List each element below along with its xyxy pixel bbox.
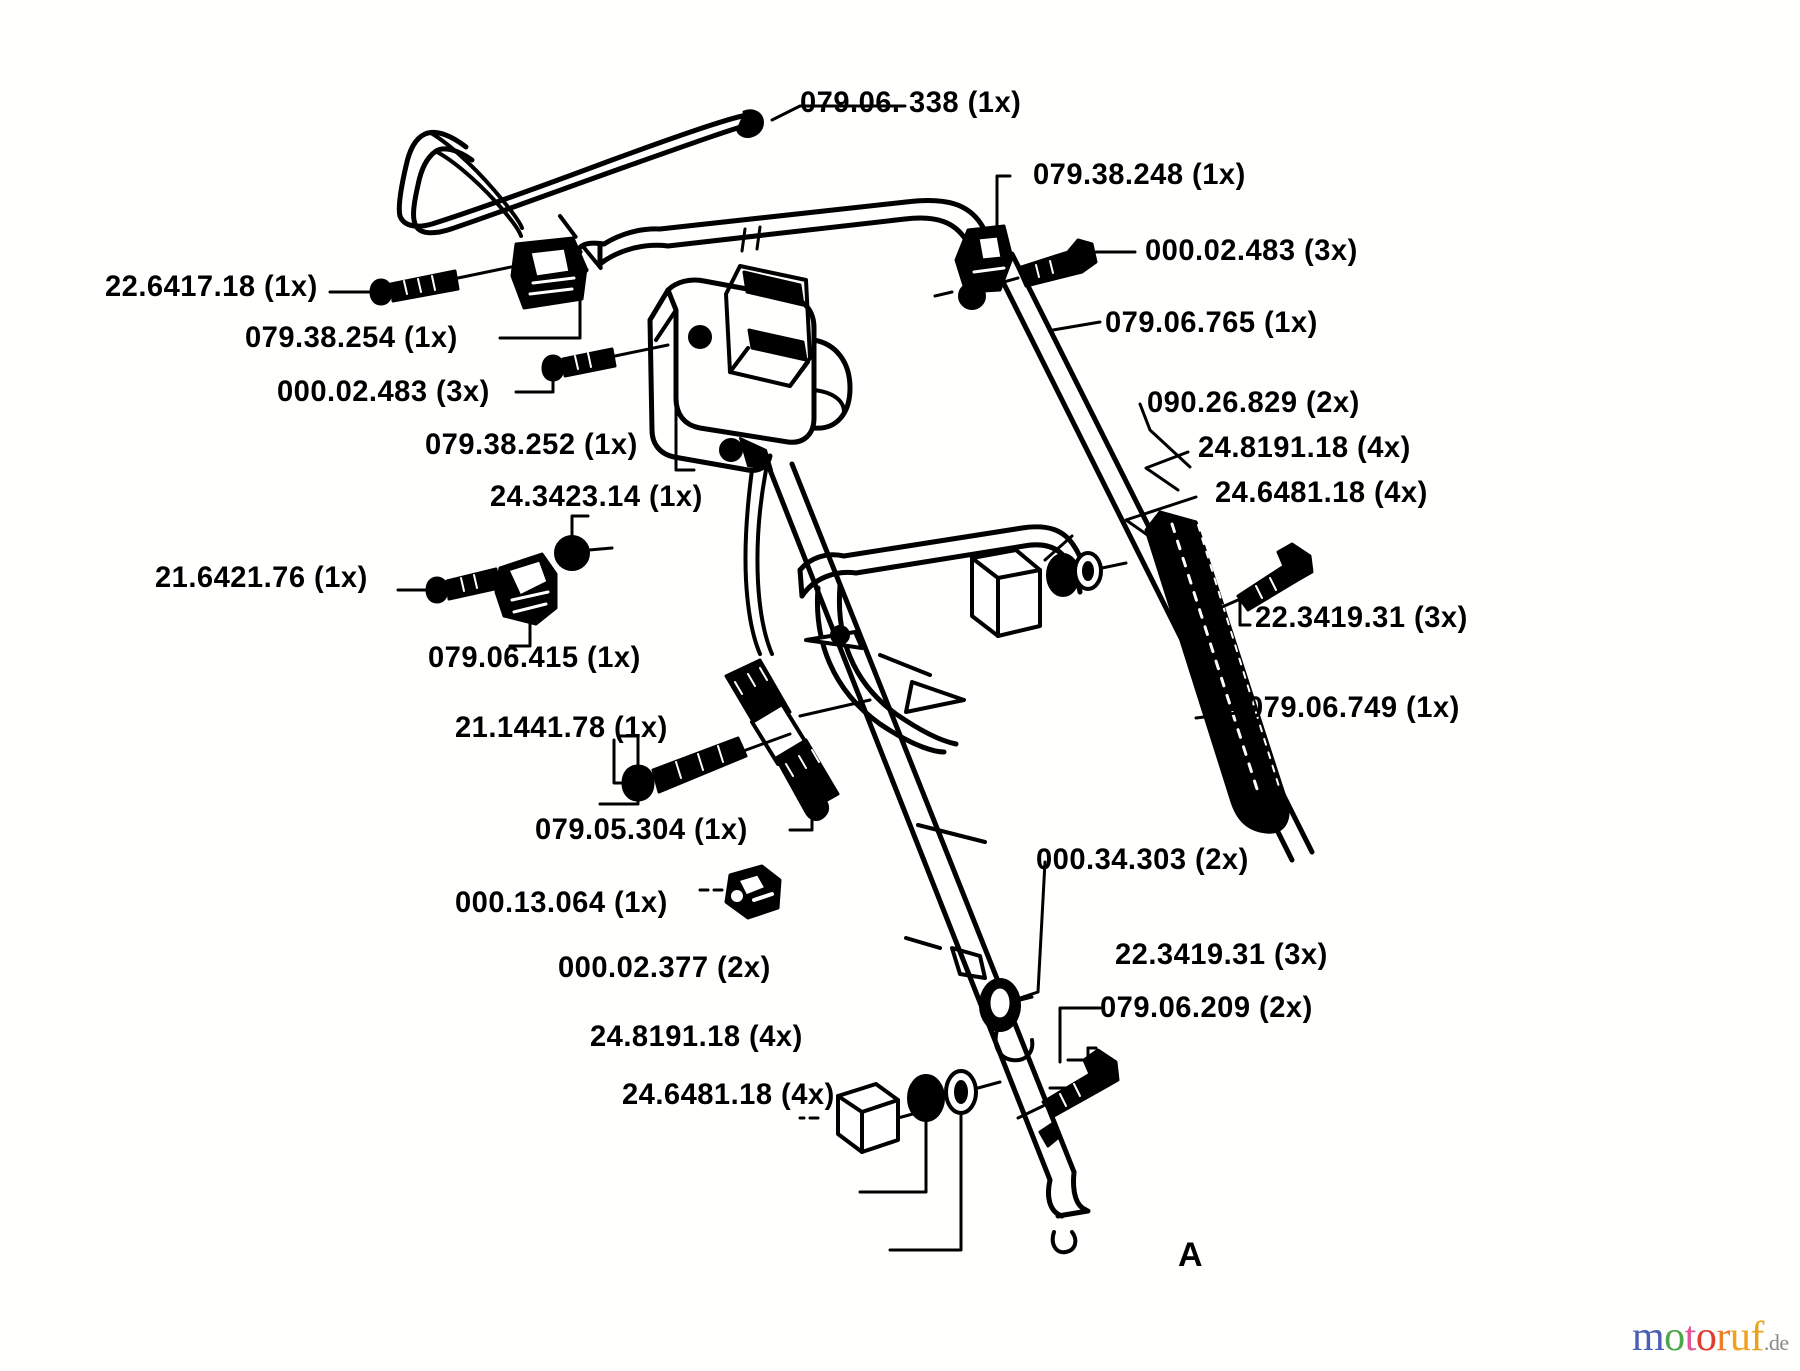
part-label-079-38-252: 079.38.252 (1x)	[425, 428, 638, 461]
leader-079-06-415	[508, 618, 532, 648]
part-label-079-05-304: 079.05.304 (1x)	[535, 813, 748, 846]
part-bolt-22-6417-18	[369, 264, 518, 306]
part-label-000-34-303: 000.34.303 (2x)	[1036, 843, 1249, 876]
leader-24-3423-14	[570, 514, 590, 538]
watermark-letter-r: r	[1716, 1314, 1730, 1360]
part-bolt-22-3419-31-right	[1204, 542, 1314, 616]
leader-079-38-254	[498, 298, 582, 340]
part-label-079-06-415: 079.06.415 (1x)	[428, 641, 641, 674]
part-label-000-02-377: 000.02.377 (2x)	[558, 951, 771, 984]
leader-22-3419-31-bottom	[1058, 1006, 1102, 1064]
part-label-079-38-248: 079.38.248 (1x)	[1033, 158, 1246, 191]
part-label-24-3423-14: 24.3423.14 (1x)	[490, 480, 703, 513]
leader-24-6481-18-right	[1124, 495, 1198, 550]
part-connector-079-05-304	[724, 658, 872, 821]
watermark-letter-f: f	[1750, 1314, 1764, 1360]
part-washers-bottom	[907, 1069, 1002, 1122]
part-label-079-06-749: 079.06.749 (1x)	[1247, 691, 1460, 724]
part-label-090-26-829: 090.26.829 (2x)	[1147, 386, 1360, 419]
leader-090-26-829	[1138, 402, 1192, 469]
leader-000-02-483-left	[514, 378, 555, 394]
part-label-079-06-338: 079.06. 338 (1x)	[800, 86, 1022, 119]
part-label-22-3419-31-bottom: 22.3419.31 (3x)	[1115, 938, 1328, 971]
watermark-letter-t: t	[1684, 1314, 1697, 1360]
leader-000-34-303-a	[1018, 860, 1047, 1000]
part-bolt-22-3419-31-bottom	[1016, 1048, 1120, 1120]
leader-24-8191-18-bottom	[858, 1118, 928, 1194]
leader-22-3419-31-right	[1238, 596, 1252, 627]
part-label-079-06-209: 079.06.209 (2x)	[1100, 991, 1313, 1024]
part-label-21-6421-76: 21.6421.76 (1x)	[155, 561, 368, 594]
part-upper-handle-tube	[597, 197, 996, 275]
part-spacer-000-34-303	[979, 978, 1035, 1063]
part-bolt-000-02-483-left	[541, 343, 670, 382]
part-clamp-079-06-415	[494, 552, 558, 626]
part-label-22-3419-31-right: 22.3419.31 (3x)	[1255, 601, 1468, 634]
part-label-079-06-765: 079.06.765 (1x)	[1105, 306, 1318, 339]
leader-079-06-338	[770, 104, 907, 122]
part-label-21-1441-78: 21.1441.78 (1x)	[455, 711, 668, 744]
part-label-24-6481-18-bottom: 24.6481.18 (4x)	[622, 1078, 835, 1111]
part-switch-housing-079-38-252	[647, 264, 853, 473]
part-label-000-02-483-left: 000.02.483 (3x)	[277, 375, 490, 408]
watermark-letter-o2: o	[1695, 1314, 1717, 1360]
part-bail-handle-079-06-338	[396, 109, 764, 238]
part-label-000-13-064: 000.13.064 (1x)	[455, 886, 668, 919]
leader-24-6481-18-bottom	[888, 1112, 963, 1252]
part-label-22-6417-18: 22.6417.18 (1x)	[105, 270, 318, 303]
part-connector-000-13-064	[724, 864, 782, 920]
watermark-suffix: .de	[1763, 1330, 1789, 1355]
part-label-24-6481-18-right: 24.6481.18 (4x)	[1215, 476, 1428, 509]
part-cube-000-02-377	[836, 1082, 900, 1154]
leader-21-1441-78	[612, 738, 640, 785]
part-label-24-8191-18-right: 24.8191.18 (4x)	[1198, 431, 1411, 464]
leader-079-05-304	[788, 804, 814, 832]
part-nut-24-3423-14	[554, 535, 614, 571]
part-label-000-02-483-right: 000.02.483 (3x)	[1145, 234, 1358, 267]
part-clamp-079-38-254	[510, 236, 588, 310]
part-label-079-38-254: 079.38.254 (1x)	[245, 321, 458, 354]
leader-079-38-248	[995, 174, 1012, 230]
motoruf-watermark: motoruf.de	[1632, 1316, 1789, 1358]
part-bracket-assembly-center	[797, 524, 1128, 844]
leader-079-06-765	[1051, 320, 1102, 332]
part-clamp-079-38-248	[933, 224, 1014, 310]
part-bolt-000-02-483-right	[980, 238, 1098, 290]
part-cable	[743, 468, 762, 656]
section-marker-a: A	[1178, 1236, 1203, 1274]
watermark-letter-m: m	[1632, 1314, 1665, 1360]
part-label-24-8191-18-bottom: 24.8191.18 (4x)	[590, 1020, 803, 1053]
part-grip-090-26-829	[1144, 510, 1290, 834]
leader-24-8191-18-right	[1144, 450, 1190, 492]
watermark-letter-u: u	[1729, 1314, 1751, 1360]
leader-079-38-252	[674, 343, 696, 472]
leader-079-06-749	[1194, 710, 1247, 720]
watermark-letter-o1: o	[1664, 1314, 1685, 1360]
